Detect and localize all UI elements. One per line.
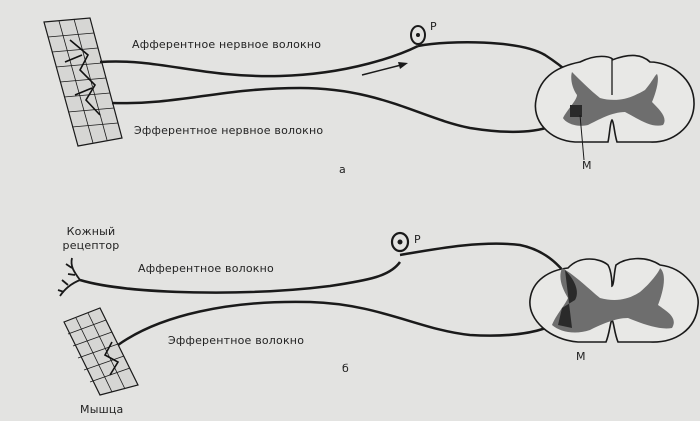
ganglion-icon xyxy=(410,25,426,45)
ganglion-icon xyxy=(390,231,410,253)
skin-receptor-label: Кожный рецептор xyxy=(56,225,126,253)
diagram-b xyxy=(57,231,699,396)
afferent-fiber-label-b: Афферентное волокно xyxy=(138,262,274,275)
diagram-a xyxy=(43,17,695,161)
panel-label-a: а xyxy=(339,163,346,176)
ganglion-label-a: Р xyxy=(430,20,437,33)
efferent-fiber-label-b: Эфферентное волокно xyxy=(168,334,305,347)
efferent-fiber-label-a: Эфферентное нервное волокно xyxy=(134,124,324,137)
skin-receptor-icon xyxy=(57,257,81,297)
skin-receptor-label-line1: Кожный xyxy=(66,225,116,238)
afferent-fiber-label-a: Афферентное нервное волокно xyxy=(132,38,322,51)
panel-label-b: б xyxy=(342,362,349,375)
muscle-label: Мышца xyxy=(80,403,124,416)
arrow-icon xyxy=(361,62,408,76)
skin-receptor-label-line2: рецептор xyxy=(62,239,120,252)
ganglion-label-b: Р xyxy=(414,233,421,246)
spinal-cord-cross-section xyxy=(534,54,695,161)
muscle-icon xyxy=(63,307,139,396)
motor-neuron-label-a: М xyxy=(582,159,592,172)
spinal-cord-cross-section xyxy=(529,257,699,343)
motor-neuron-label-b: М xyxy=(576,350,586,363)
muscle-icon xyxy=(43,17,123,147)
